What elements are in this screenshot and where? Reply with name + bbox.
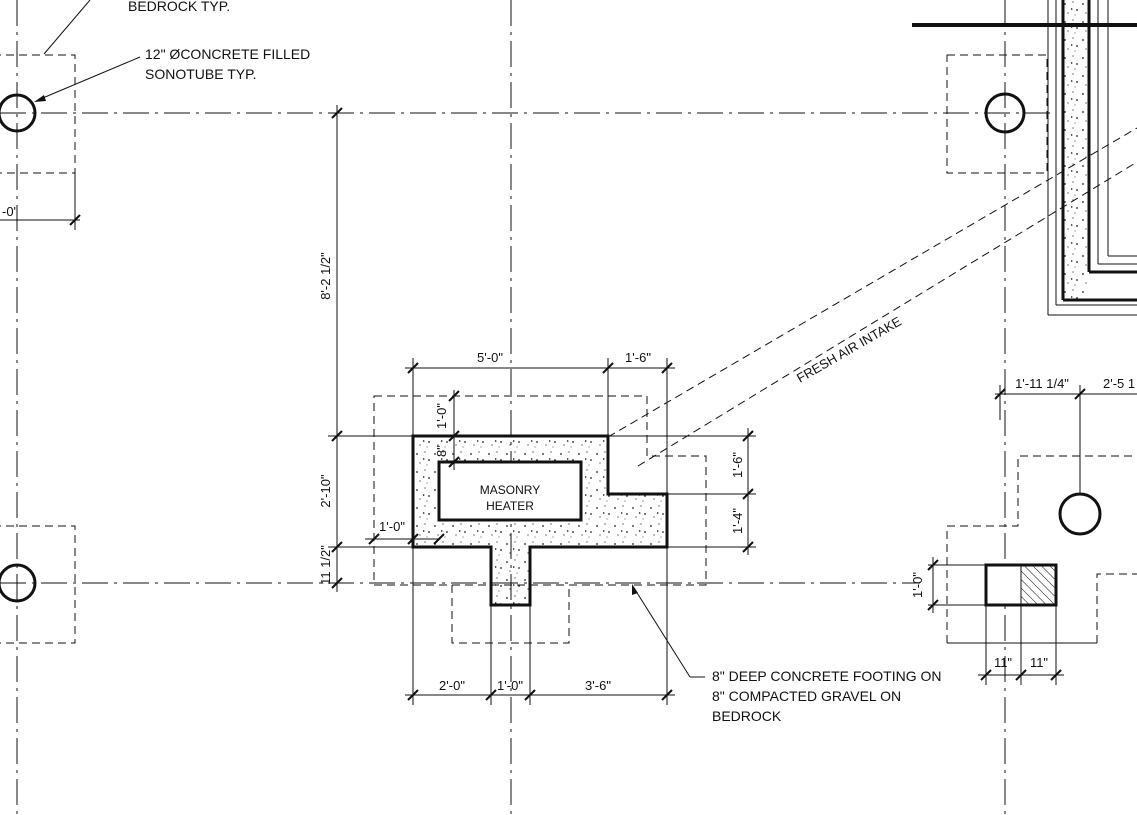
dim-left-edge: -0' [2, 204, 16, 219]
foundation-wall [912, 0, 1137, 316]
small-footing-detail [927, 385, 1137, 685]
dim-left-1ft: 1'-0" [379, 519, 405, 534]
sonotube-pier [0, 93, 37, 133]
sonotube-pier [984, 92, 1026, 134]
masonry-heater [437, 460, 583, 522]
sonotube-pier [0, 563, 37, 603]
dim-bottom-3ft6: 3'-6" [585, 678, 611, 693]
heater-label-line1: MASONRY [480, 483, 540, 497]
note-footing-line1: 8" DEEP CONCRETE FOOTING ON [712, 668, 942, 684]
heater-label-line2: HEATER [486, 499, 534, 513]
leader-lines [34, 0, 705, 678]
dim-small-11b: 11" [1030, 655, 1048, 670]
dim-right-1ft6: 1'-6" [730, 452, 745, 478]
dim-small-1ft: 1'-0" [910, 572, 925, 598]
dim-bottom-2ft: 2'-0" [439, 678, 465, 693]
grid-lines [0, 0, 1050, 815]
dim-top-1ft6: 1'-6" [625, 350, 651, 365]
note-footing-line2: 8" COMPACTED GRAVEL ON [712, 688, 901, 704]
dim-far-1ft11: 1'-11 1/4" [1015, 376, 1069, 391]
dim-top-1ft-vertical: 1'-0" [434, 403, 449, 429]
dim-overall-vertical: 8'-2 1/2" [318, 252, 333, 300]
note-fresh-air-intake: FRESH AIR INTAKE [794, 313, 904, 385]
note-footing-line3: BEDROCK [712, 708, 782, 724]
dim-far-2ft5: 2'-5 1 [1103, 376, 1135, 391]
heater-dimensions [328, 105, 756, 705]
dim-small-11a: 11" [994, 655, 1012, 670]
dim-left-2ft10: 2'-10" [318, 474, 333, 508]
note-sonotube-line1: 12" ØCONCRETE FILLED [145, 46, 310, 62]
heater-footing-outline [373, 395, 707, 644]
dim-left-11-half: 11 1/2" [318, 545, 333, 585]
dim-inner-8in: 8" [434, 445, 449, 457]
dim-right-1ft4: 1'-4" [730, 508, 745, 534]
dim-bottom-1ft: 1'-0" [497, 678, 523, 693]
note-bedrock-typ: BEDROCK TYP. [128, 0, 230, 14]
dim-top-5ft: 5'-0" [477, 350, 503, 365]
sonotube-piers [0, 54, 1102, 644]
note-sonotube-line2: SONOTUBE TYP. [145, 66, 257, 82]
sonotube-pier [1058, 492, 1102, 536]
fresh-air-intake-duct [607, 127, 1137, 467]
